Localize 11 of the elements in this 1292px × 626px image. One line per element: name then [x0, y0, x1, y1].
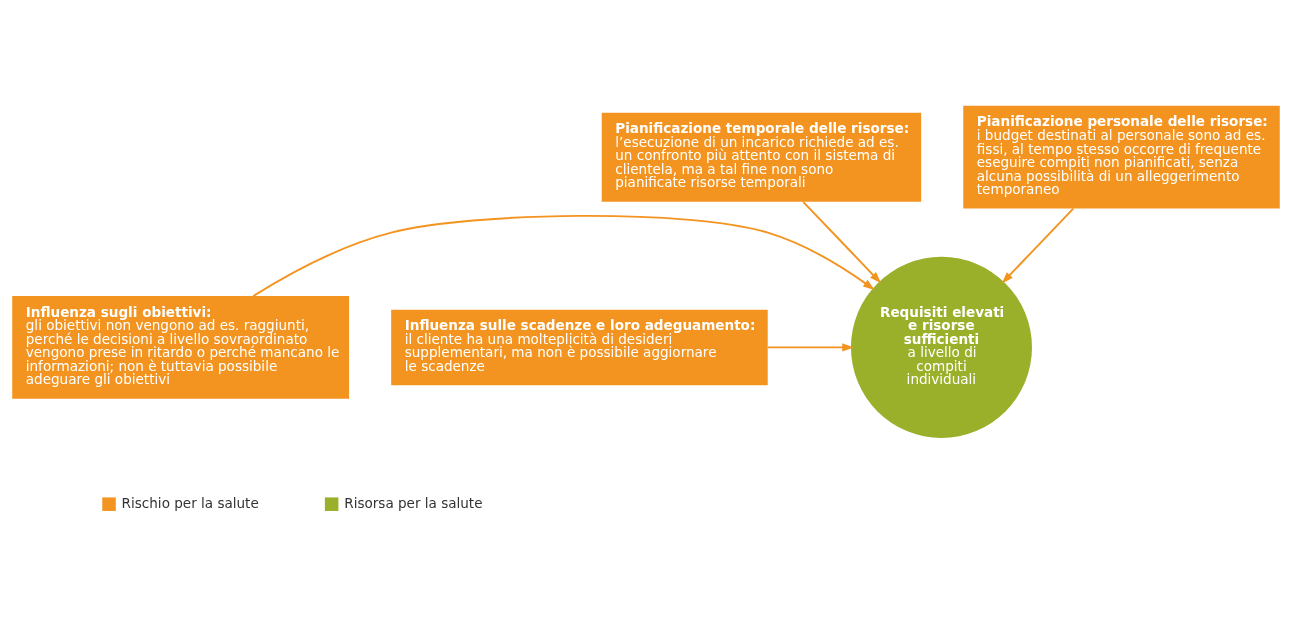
arrow	[766, 342, 854, 351]
node-box: Pianificazione temporale delle risorse: l’esecuzione di un incarico richiede ad es. un confronto più attento con il sistema di clientela, ma a tal fine non sono pianificate risorse temporali	[601, 112, 922, 202]
legend-label: Risorsa per la salute	[344, 494, 483, 511]
node-box: Influenza sulle scadenze e loro adeguamento: il cliente ha una molteplicità di desideri supplementari, ma non è possibile aggiornare le scadenze	[391, 309, 768, 385]
node-box: Pianificazione personale delle risorse: i budget destinati al personale sono ad es. fissi, al tempo stesso occorre di frequente eseguire compiti non pianificati, senza alcuna possibilità di un alleggerimento temporaneo	[963, 105, 1280, 208]
arrow	[802, 200, 882, 283]
arrow	[252, 214, 875, 297]
node-circle: Requisiti elevati e risorse sufficienti a livello di compiti individuali	[850, 256, 1032, 438]
arrow	[1001, 207, 1075, 283]
legend-label: Rischio per la salute	[121, 494, 259, 511]
node-box: Influenza sugli obiettivi: gli obiettivi non vengono ad es. raggiunti, perché le decisioni a livello sovraordinato vengono prese in ritardo o perché mancano le informazioni; non è tuttavia possibile adeguare gli obiettivi	[12, 295, 350, 399]
